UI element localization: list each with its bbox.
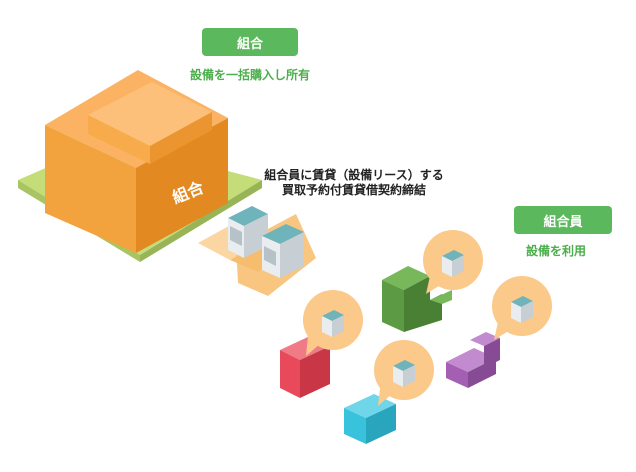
member-caption: 設備を利用: [526, 244, 587, 258]
contract-note: 組合員に賃貸（設備リース）する 買取予約付賃貸借契約締結: [248, 168, 460, 198]
union-badge: 組合: [202, 28, 298, 56]
bubble-cyan-member: [374, 340, 434, 406]
member-purple-block: [446, 332, 500, 388]
bubble-green-member: [423, 230, 483, 294]
contract-note-line1: 組合員に賃貸（設備リース）する: [264, 168, 444, 182]
equipment-unit-2: [262, 224, 304, 278]
contract-note-line2: 買取予約付賃貸借契約締結: [281, 183, 426, 197]
bubble-purple-member: [492, 276, 552, 340]
bubble-red-member: [303, 290, 363, 356]
member-cyan-block: [344, 394, 396, 444]
member-badge: 組合員: [514, 206, 612, 234]
union-building: [45, 70, 228, 253]
union-caption: 設備を一括購入し所有: [190, 68, 311, 82]
member-green-block: [382, 266, 452, 332]
